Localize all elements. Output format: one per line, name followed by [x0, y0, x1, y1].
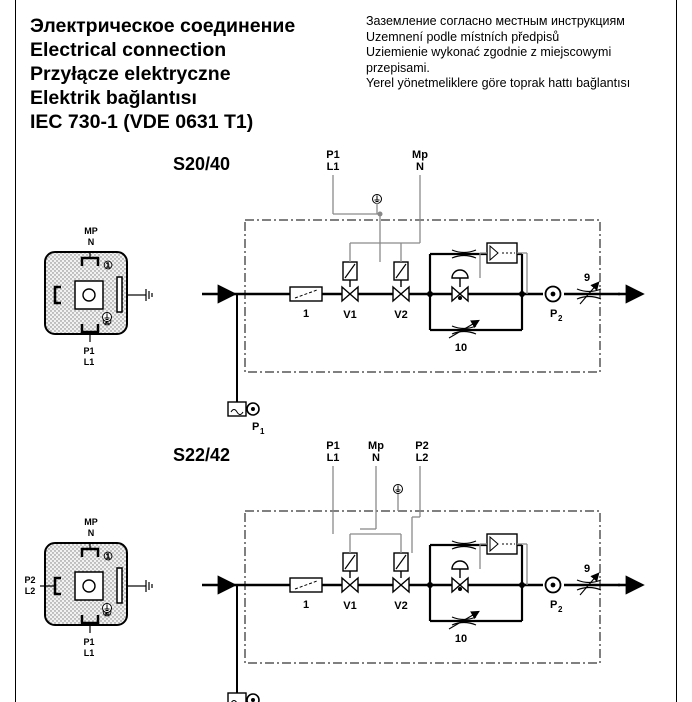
- diagram-2-filter: 1: [289, 577, 323, 611]
- diagram-2-regulator: 10: [427, 533, 528, 645]
- diagram-1-title: S20/40: [173, 154, 230, 174]
- diagram-1-valve-v1: V1: [341, 261, 359, 321]
- diagram-2-throttle-label: 10: [455, 633, 467, 645]
- diagram-2-restrictor-top: [451, 540, 477, 545]
- diagram-1-plug-center-hole: [82, 288, 96, 302]
- diagram-2-enclosure: [244, 510, 601, 664]
- note-pl: Uziemienie wykonać zgodnie z miejscowymi…: [366, 45, 612, 75]
- diagram-1-wire-p1-label-1: P1: [326, 149, 339, 161]
- diagram-1-earth-icon: [372, 194, 382, 204]
- diagram-2-p2-sub: 2: [558, 605, 563, 614]
- diagram-1-plug-ground-icon: [140, 289, 153, 301]
- grounding-note: Заземление согласно местным инструкциям …: [366, 14, 666, 92]
- diagram-1-throttle: [451, 325, 477, 330]
- diagram-1-p1-sub: 1: [260, 427, 265, 436]
- diagram-1-valve-v1-label: V1: [343, 309, 356, 321]
- diagram-1-filter: 1: [289, 286, 323, 320]
- diagram-2-wire-p1-label-2: L1: [327, 452, 340, 464]
- diagram-1-plug-earth-icon: [102, 312, 112, 322]
- diagram-2-valve-v1-body: [341, 576, 359, 594]
- diagram-1-wire-p1-label-2: L1: [327, 161, 340, 173]
- heading-block: Электрическое соединение Electrical conn…: [30, 14, 295, 134]
- diagram-2-plug-top-label-2: N: [88, 528, 95, 538]
- heading-ru: Электрическое соединение: [30, 15, 296, 37]
- page-frame: [15, 0, 677, 702]
- diagram-1-governor-body: [451, 285, 469, 303]
- diagram-1-restrictor-top: [451, 249, 477, 254]
- diagram-2-plug-earth-icon: [102, 603, 112, 613]
- diagram-1-valve-v2-body: [392, 285, 410, 303]
- diagram-2-wire-mp-label-1: Mp: [368, 440, 384, 452]
- diagram-1-regulator: 10: [427, 242, 528, 354]
- diagram-1-plug-top-label-1: MP: [84, 226, 98, 236]
- diagram-1-adjuster-label: 9: [584, 272, 590, 284]
- diagram-2: S22/42①②MPNP1L1P2L2P11V1V210P29P1L1MpNP2…: [24, 440, 645, 702]
- diagram-1-valve-v1-body: [341, 285, 359, 303]
- diagram-2-plug-center-hole: [82, 579, 96, 593]
- diagram-2-filter-label: 1: [303, 599, 309, 611]
- diagram-2-adjuster-label: 9: [584, 563, 590, 575]
- note-tr: Yerel yönetmeliklere göre toprak hattı b…: [366, 76, 631, 90]
- diagram-1-plug-top-label-2: N: [88, 237, 95, 247]
- diagram-1-plug-pin-ground: [116, 276, 123, 313]
- diagram-2-earth-icon: [393, 484, 403, 494]
- diagram-1-governor-diaphragm: [451, 269, 469, 279]
- diagram-2-valve-v2-body: [392, 576, 410, 594]
- diagram-1-plug-pin-top-number: ①: [103, 260, 113, 272]
- diagram-2-plug-left-label-1: P2: [24, 575, 35, 585]
- diagram-2-valve-v1: V1: [341, 552, 359, 612]
- diagram-1-plug-pin-bottom-number: ②: [102, 316, 112, 328]
- diagram-2-wire-p2-label-2: L2: [416, 452, 429, 464]
- diagram-2-title: S22/42: [173, 445, 230, 465]
- diagram-2-plug-left-label-2: L2: [25, 586, 36, 596]
- diagram-2-plug-pin-top-number: ①: [103, 551, 113, 563]
- diagram-1-valve-v2: V2: [392, 261, 410, 321]
- note-cs: Uzemnení podle místních předpisů: [366, 29, 560, 44]
- diagram-2-governor-body: [451, 576, 469, 594]
- diagram-2-plug-bottom-label-2: L1: [84, 648, 95, 658]
- heading-pl: Przyłącze elektryczne: [30, 63, 231, 85]
- diagram-1-p1-label: P: [252, 421, 259, 433]
- diagram-2-p2-label: P: [550, 599, 557, 611]
- diagram-1-valve-v2-label: V2: [394, 309, 407, 321]
- diagram-1: S20/40①②MPNP1L1P11V1V210P29P1L1MpN: [44, 149, 645, 436]
- note-ru: Заземление согласно местным инструкциям: [366, 14, 625, 28]
- diagram-2-plug-ground-icon: [140, 580, 153, 592]
- diagram-1-adjuster: 9: [576, 272, 602, 305]
- heading-en: Electrical connection: [30, 39, 227, 61]
- diagram-1-p2-sub: 2: [558, 314, 563, 323]
- diagram-1-plug-pin-left: [53, 285, 61, 305]
- diagram-1-filter-label: 1: [303, 308, 309, 320]
- diagram-1-throttle-label: 10: [455, 342, 467, 354]
- diagram-2-valve-v2: V2: [392, 552, 410, 612]
- diagram-2-valve-v2-label: V2: [394, 600, 407, 612]
- diagram-2-adjuster: 9: [576, 563, 602, 596]
- diagram-2-governor-diaphragm: [451, 560, 469, 570]
- diagram-1-plug-bottom-label-2: L1: [84, 357, 95, 367]
- heading-tr: Elektrik bağlantısı: [30, 87, 197, 109]
- diagram-2-plug-pin-bottom-number: ②: [102, 607, 112, 619]
- diagram-1-wire-mp-label-1: Mp: [412, 149, 428, 161]
- diagram-2-plug-pin-ground: [116, 567, 123, 604]
- diagram-1-enclosure: [244, 219, 601, 373]
- diagram-2-p1-switch: P1: [227, 692, 260, 702]
- diagram-2-plug-bottom-label-1: P1: [83, 637, 94, 647]
- diagram-2-wire-mp-label-2: N: [372, 452, 380, 464]
- diagram-2-wire-p1-label-1: P1: [326, 440, 339, 452]
- diagram-1-plug-bottom-label-1: P1: [83, 346, 94, 356]
- heading-standard: IEC 730-1 (VDE 0631 T1): [30, 111, 254, 133]
- diagram-2-plug-top-label-1: MP: [84, 517, 98, 527]
- diagram-2-valve-v1-label: V1: [343, 600, 356, 612]
- diagram-1-wire-mp-label-2: N: [416, 161, 424, 173]
- diagram-1-p2-label: P: [550, 308, 557, 320]
- diagram-2-wire-p2-label-1: P2: [415, 440, 428, 452]
- diagram-2-throttle: [451, 616, 477, 621]
